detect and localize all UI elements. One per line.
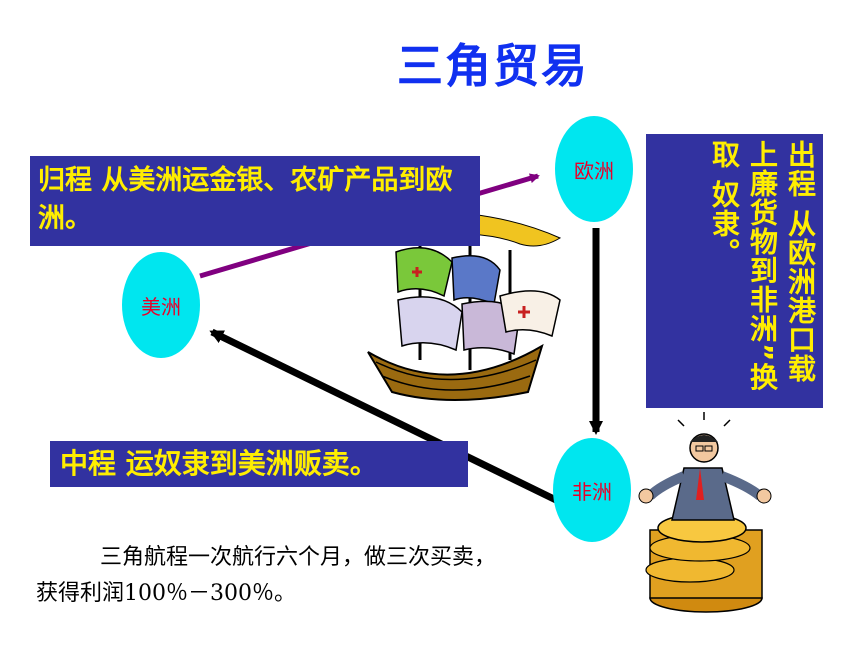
page-title: 三角贸易 <box>397 39 589 93</box>
middle-leg-arrow <box>209 328 558 504</box>
sailing-ship-illustration <box>367 185 562 401</box>
node-europe-label: 欧洲 <box>574 158 614 183</box>
node-africa: 非洲 <box>553 438 631 542</box>
node-americas-label: 美洲 <box>141 294 181 319</box>
businessman-on-coins-illustration <box>638 412 772 613</box>
node-europe: 欧洲 <box>555 116 633 222</box>
return-leg-box: 归程 从美洲运金银、农矿产品到欧洲。 <box>30 156 480 246</box>
profit-note: 三角航程一次航行六个月，做三次买卖，获得利润100％－300％。 <box>36 545 497 606</box>
middle-leg-box: 中程 运奴隶到美洲贩卖。 <box>50 441 468 487</box>
node-africa-label: 非洲 <box>572 479 612 504</box>
outbound-leg-box: 出程 从欧洲港口载上廉货物到非洲”换取 奴隶。 <box>646 134 823 408</box>
node-americas: 美洲 <box>122 252 200 358</box>
outbound-leg-text: 出程 从欧洲港口载上廉货物到非洲”换取 奴隶。 <box>708 140 817 392</box>
